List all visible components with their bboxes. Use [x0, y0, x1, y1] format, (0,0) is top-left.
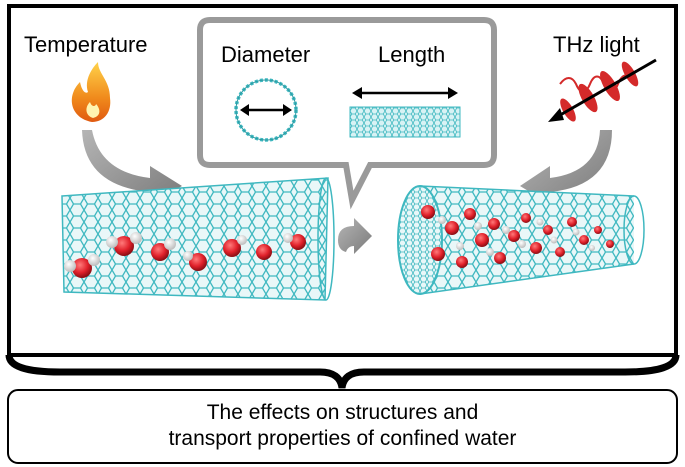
thz-light-label: THz light	[553, 32, 640, 57]
left-water-chain	[64, 232, 306, 278]
temperature-arrow	[82, 130, 182, 204]
length-arrow	[352, 87, 458, 99]
caption-line-1: The effects on structures and	[206, 401, 479, 424]
parameter-callout	[197, 17, 497, 210]
main-frame	[7, 4, 678, 357]
thz-arrow	[520, 130, 612, 204]
thz-wave-icon	[548, 58, 657, 122]
length-label: Length	[378, 42, 446, 67]
left-nanotube	[61, 177, 335, 301]
right-water-cluster	[421, 205, 614, 268]
flame-icon	[71, 62, 111, 122]
length-tube	[349, 106, 461, 138]
diameter-arrow	[240, 104, 292, 116]
temperature-label: Temperature	[24, 32, 148, 57]
bracket-brace	[5, 354, 680, 389]
caption-box	[7, 389, 678, 464]
caption-line-2: transport properties of confined water	[168, 427, 517, 450]
diameter-label: Diameter	[221, 42, 311, 67]
curved-arrow-icon	[338, 218, 372, 254]
right-nanotube	[397, 185, 645, 295]
diameter-ring	[234, 78, 298, 142]
